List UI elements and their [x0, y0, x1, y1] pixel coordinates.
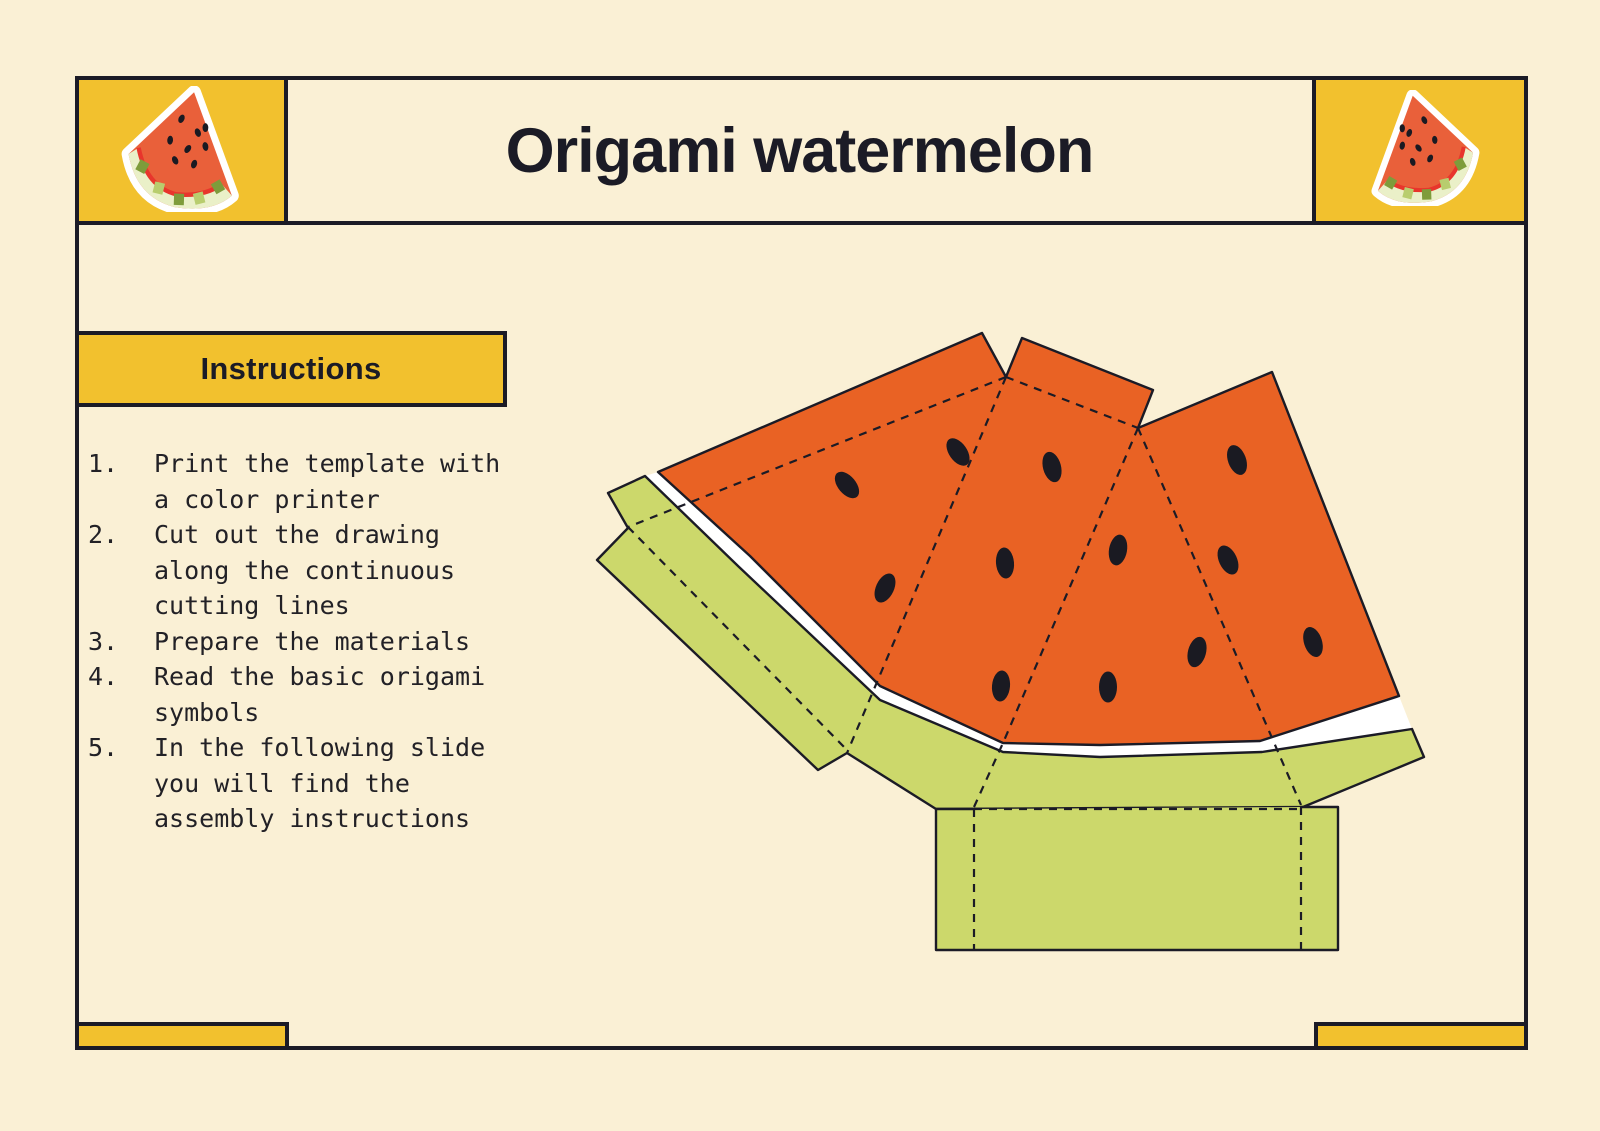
watermelon-seed: [991, 670, 1011, 702]
watermelon-seed: [946, 438, 970, 466]
watermelon-seed: [1099, 671, 1117, 703]
icon-rind-squares-dark: [135, 159, 226, 206]
template-base-rectangle: [934, 805, 1340, 952]
template-flesh: [656, 331, 1401, 747]
bottom-right-accent-bar: [1314, 1022, 1528, 1050]
instruction-text: Cut out the drawing along the continuous…: [154, 520, 456, 620]
watermelon-seed: [1042, 451, 1062, 483]
instruction-item: 1. Print the template with a color printe…: [88, 446, 512, 517]
instruction-text: Print the template with a color printer: [154, 449, 501, 514]
instruction-number: 5.: [88, 733, 119, 762]
slide-frame: [75, 76, 1528, 1050]
icon-rind-squares-light: [1402, 177, 1451, 200]
instruction-item: 5. In the following slide you will find t…: [88, 730, 512, 837]
page-title: Origami watermelon: [505, 115, 1095, 186]
header-bottom-line: [75, 221, 1528, 225]
instructions-heading-box: Instructions: [75, 331, 507, 407]
watermelon-seed: [874, 573, 896, 603]
icon-seeds: [1399, 116, 1438, 166]
bottom-left-accent-bar: [75, 1022, 289, 1050]
watermelon-seed: [834, 471, 860, 499]
watermelon-seed: [1187, 636, 1207, 668]
watermelon-seed: [1108, 534, 1128, 566]
icon-seeds: [167, 114, 209, 169]
icon-rind-squares-dark: [1384, 157, 1467, 200]
instructions-list: 1. Print the template with a color printe…: [88, 446, 512, 837]
template-white-stripe: [645, 472, 1412, 757]
icon-rind-squares-light: [152, 181, 206, 205]
template-seeds: [834, 438, 1323, 703]
header-divider-right: [1312, 76, 1316, 225]
watermelon-seed: [1217, 545, 1239, 575]
watermelon-slice-icon-mirrored: [1371, 90, 1480, 206]
watermelon-seed: [1303, 626, 1323, 658]
papercraft-template: [595, 331, 1426, 952]
instruction-number: 4.: [88, 662, 119, 691]
fold-line: [627, 375, 1007, 529]
instructions-heading: Instructions: [200, 351, 382, 386]
instruction-number: 2.: [88, 520, 119, 549]
instruction-number: 3.: [88, 626, 119, 656]
instruction-item: 4. Read the basic origami symbols: [88, 659, 512, 730]
template-rind-band: [595, 474, 1426, 811]
watermelon-slice-icon: [121, 86, 239, 212]
instruction-text: In the following slide you will find the…: [154, 733, 486, 833]
header: Origami watermelon: [287, 80, 1312, 221]
instruction-item: 2. Cut out the drawing along the continuo…: [88, 517, 512, 624]
watermelon-seed: [995, 547, 1015, 579]
instruction-item: 3. Prepare the materials: [88, 624, 512, 660]
instruction-text: Prepare the materials: [154, 626, 471, 656]
instruction-number: 1.: [88, 449, 119, 478]
watermelon-seed: [1227, 445, 1247, 475]
instruction-text: Read the basic origami symbols: [154, 662, 486, 727]
fold-line: [627, 526, 848, 751]
header-divider-left: [284, 76, 288, 225]
